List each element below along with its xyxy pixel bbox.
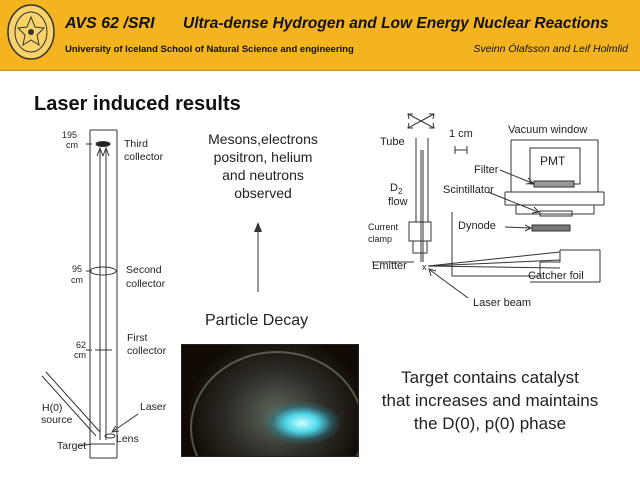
current-clamp-label-1: Current <box>368 222 399 232</box>
scale-label: 1 cm <box>449 128 473 140</box>
first-collector-label-2: collector <box>127 345 167 357</box>
tick-95-unit: cm <box>71 275 83 285</box>
header-code: AVS 62 /SRI <box>65 15 155 32</box>
university-seal-icon <box>7 4 55 60</box>
laser-beam-label: Laser beam <box>473 297 532 309</box>
tick-195-label: 195 <box>62 130 78 140</box>
decay-photo <box>181 344 359 457</box>
tick-62-unit: cm <box>74 350 86 360</box>
tick-95-label: 95 <box>72 264 83 274</box>
catalyst-line: that increases and maintains <box>381 391 599 410</box>
catalyst-text: Target contains catalyst that increases … <box>360 366 620 435</box>
h0-source-label-2: source <box>41 414 73 426</box>
header-title: Ultra-dense Hydrogen and Low Energy Nucl… <box>183 15 609 32</box>
current-clamp-label-2: clamp <box>368 234 393 244</box>
catalyst-line: Target contains catalyst <box>401 368 579 387</box>
scintillator-label: Scintillator <box>443 184 494 196</box>
observed-line: positron, helium <box>213 149 313 165</box>
tube-label: Tube <box>380 136 405 148</box>
pmt-label: PMT <box>540 154 566 168</box>
photo-glow-ring <box>190 351 358 456</box>
dynode-label: Dynode <box>458 220 496 232</box>
emitter-mark: x <box>422 262 427 272</box>
catalyst-line: the D(0), p(0) phase <box>413 414 567 433</box>
header-authors: Sveinn Ólafsson and Leif Holmlid <box>473 43 628 55</box>
tick-62-label: 62 <box>76 340 87 350</box>
emitter-label: Emitter <box>372 260 407 272</box>
header-bar: AVS 62 /SRI Ultra-dense Hydrogen and Low… <box>0 0 640 71</box>
particle-decay-label: Particle Decay <box>205 312 309 329</box>
d2-letter: D <box>390 182 398 194</box>
tick-195-unit: cm <box>66 140 78 150</box>
second-collector-label-1: Second <box>126 264 162 276</box>
laser-label: Laser <box>140 401 167 413</box>
observed-text: Mesons,electrons positron, helium and ne… <box>178 130 348 202</box>
lens-label: Lens <box>116 433 139 445</box>
observed-line: and neutrons <box>222 167 304 183</box>
filter-label: Filter <box>474 164 499 176</box>
observed-line: Mesons,electrons <box>208 131 318 147</box>
header-university: University of Iceland School of Natural … <box>65 44 354 55</box>
slide-title: Laser induced results <box>34 93 241 115</box>
target-label: Target <box>57 440 87 452</box>
d2-flow-label-2: flow <box>388 196 408 208</box>
d2-subscript: 2 <box>397 187 403 197</box>
h0-source-label-1: H(0) <box>42 402 63 414</box>
third-collector-label-2: collector <box>124 151 164 163</box>
d2-flow-label-1: D2 <box>390 182 402 196</box>
first-collector-label-1: First <box>127 332 148 344</box>
third-collector-label-1: Third <box>124 138 148 150</box>
vacuum-window-label: Vacuum window <box>508 124 588 136</box>
catcher-foil-label: Catcher foil <box>528 270 584 282</box>
second-collector-label-2: collector <box>126 278 166 290</box>
observed-line: observed <box>234 185 292 201</box>
